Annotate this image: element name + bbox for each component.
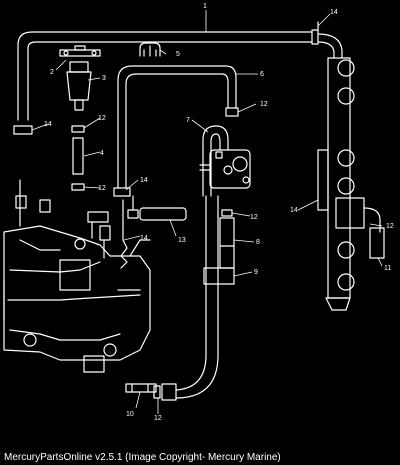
fuel-filter-3 bbox=[66, 61, 92, 111]
fitting-14-mid bbox=[120, 199, 128, 269]
callout-14-top: 14 bbox=[330, 9, 338, 16]
vapor-separator bbox=[3, 179, 151, 373]
callout-13: 13 bbox=[178, 237, 186, 244]
regulator-11 bbox=[369, 227, 385, 259]
callout-12-hose6: 12 bbox=[260, 101, 268, 108]
hose-6 bbox=[117, 65, 237, 189]
callout-14-hose6: 14 bbox=[140, 177, 148, 184]
callout-14-left: 14 bbox=[44, 121, 52, 128]
hose-8 bbox=[219, 209, 235, 269]
clamp-14-left bbox=[13, 125, 33, 135]
leader-lines bbox=[31, 10, 383, 414]
image-caption: MercuryPartsOnline v2.5.1 (Image Copyrig… bbox=[4, 452, 281, 463]
callout-labels: 1 2 3 4 5 6 7 8 9 10 11 12 12 12 12 12 1… bbox=[44, 3, 394, 422]
callout-12-pump: 12 bbox=[250, 214, 258, 221]
fitting-10 bbox=[125, 383, 161, 399]
hose-4 bbox=[71, 125, 85, 191]
callout-1: 1 bbox=[203, 3, 207, 10]
callout-12-hose4: 12 bbox=[98, 185, 106, 192]
callout-4: 4 bbox=[100, 150, 104, 157]
callout-9: 9 bbox=[254, 269, 258, 276]
clamp-14-hose6 bbox=[113, 187, 131, 197]
hose-13 bbox=[127, 195, 187, 221]
callout-14-mid: 14 bbox=[140, 235, 148, 242]
clip-5 bbox=[139, 42, 161, 57]
bracket-2 bbox=[59, 45, 101, 57]
callout-12-bottom: 12 bbox=[154, 415, 162, 422]
callout-10: 10 bbox=[126, 411, 134, 418]
callout-6: 6 bbox=[260, 71, 264, 78]
callout-12-filter: 12 bbox=[98, 115, 106, 122]
callout-11: 11 bbox=[384, 265, 391, 272]
fuel-pump-7 bbox=[199, 125, 251, 197]
clamp-14-top bbox=[311, 21, 319, 45]
callout-3: 3 bbox=[102, 75, 106, 82]
callout-8: 8 bbox=[256, 239, 260, 246]
callout-7: 7 bbox=[186, 117, 190, 124]
callout-12-rail: 12 bbox=[386, 223, 394, 230]
callout-14-rail: 14 bbox=[290, 207, 298, 214]
callout-5: 5 bbox=[176, 51, 180, 58]
callout-2: 2 bbox=[50, 69, 54, 76]
fuel-rail bbox=[317, 57, 381, 311]
hose-9 bbox=[161, 195, 235, 401]
hose-1 bbox=[17, 31, 343, 121]
clamp-12-hose6 bbox=[225, 107, 239, 117]
